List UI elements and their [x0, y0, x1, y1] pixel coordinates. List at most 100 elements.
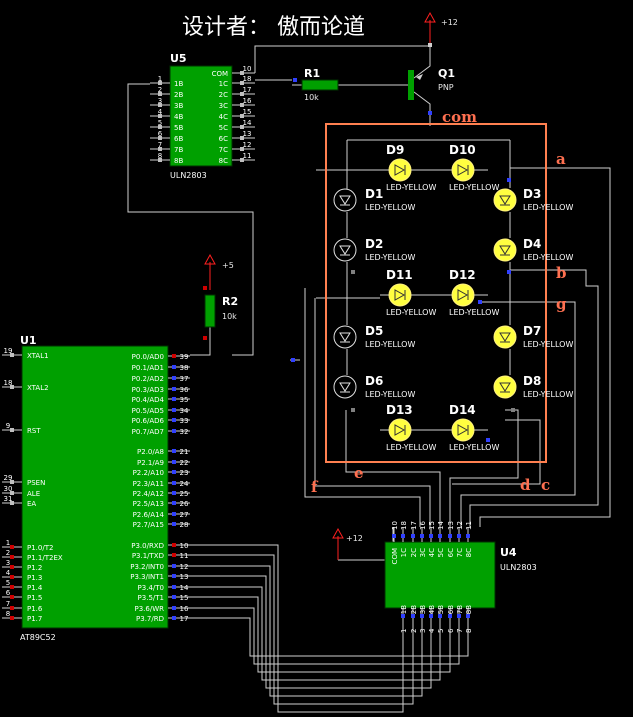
r1-pin-marker — [293, 78, 297, 82]
u1-pin-marker — [172, 481, 176, 485]
u4-top-label: 5C — [437, 548, 445, 557]
u5-input-pin-marker — [158, 125, 162, 129]
u1-pin-marker — [172, 595, 176, 599]
u1-pin-marker — [10, 491, 14, 495]
u5-pin-number: 17 — [243, 86, 252, 94]
u5-output-label: 6C — [219, 135, 228, 143]
u1-pin-name: RST — [27, 427, 41, 435]
u5-output-label: 5C — [219, 124, 228, 132]
u1-pin-marker — [172, 574, 176, 578]
u5-chip-body — [169, 65, 233, 167]
r2-value: 10k — [222, 312, 237, 321]
u4-chip-body — [384, 541, 496, 609]
u5-pin-number: 11 — [243, 152, 252, 160]
u5-pin-number: 8 — [158, 152, 162, 160]
u5-pin-number: 18 — [243, 75, 252, 83]
r2-body — [204, 294, 216, 328]
segment-label-g: g — [556, 295, 567, 313]
u4-pin-marker — [438, 534, 442, 538]
u4-bottom-label: 6B — [447, 605, 455, 614]
led-type-label: LED-YELLOW — [365, 390, 415, 399]
u1-pin-name: P0.4/AD4 — [132, 396, 165, 404]
u4-pin-marker — [401, 534, 405, 538]
pin-marker — [507, 178, 511, 182]
u5-input-label: 6B — [174, 135, 183, 143]
u1-pin-number: 6 — [6, 589, 11, 597]
u1-pin-marker — [172, 616, 176, 620]
u4-pin-marker — [457, 614, 461, 618]
u5-output-label: 1C — [219, 80, 228, 88]
segment-label-e: e — [354, 464, 364, 482]
led-d2 — [333, 238, 357, 262]
u1-pin-number: 17 — [180, 615, 189, 623]
u4-pin-number: 8 — [465, 629, 473, 633]
u4-pin-number: 3 — [419, 629, 427, 633]
u5-part: ULN2803 — [170, 171, 207, 180]
power-label-12v-top: +12 — [441, 18, 458, 27]
pin-marker — [203, 286, 207, 290]
u1-pin-name: P2.0/A8 — [137, 448, 164, 456]
u1-pin-number: 11 — [180, 552, 189, 560]
u1-pin-number: 31 — [4, 495, 13, 503]
u1-pin-marker — [172, 470, 176, 474]
u1-pin-marker — [172, 429, 176, 433]
u1-pin-name: P2.6/A14 — [133, 511, 165, 519]
u5-pin-number: 3 — [158, 97, 162, 105]
u1-pin-name: P3.3/INT1 — [130, 573, 164, 581]
u5-output-pin-marker — [240, 71, 244, 75]
u1-chip-body — [21, 345, 169, 629]
q1-type: PNP — [438, 83, 454, 92]
u4-pin-marker — [466, 534, 470, 538]
diode-symbol-icon — [499, 245, 511, 255]
u5-input-label: 4B — [174, 113, 183, 121]
wire-p3-to-u4 — [190, 575, 432, 689]
u4-pin-number: 10 — [391, 521, 399, 530]
diode-symbol-icon — [339, 382, 351, 392]
u1-pin-name: P3.1/TXD — [132, 552, 164, 560]
u4-pin-marker — [420, 534, 424, 538]
u4-pin-number: 11 — [465, 521, 473, 530]
led-d4 — [493, 238, 517, 262]
u1-pin-name: P0.0/AD0 — [132, 353, 164, 361]
u1-pin-name: ALE — [27, 490, 40, 498]
u1-pin-name: P1.5 — [27, 594, 42, 602]
pin-marker — [507, 270, 511, 274]
u1-pin-number: 30 — [4, 485, 13, 493]
u1-pin-marker — [172, 449, 176, 453]
u1-pin-number: 38 — [180, 364, 189, 372]
u1-pin-number: 1 — [6, 539, 10, 547]
u4-pin-number: 5 — [437, 629, 445, 633]
u1-pin-number: 24 — [180, 480, 189, 488]
led-d9 — [388, 158, 412, 182]
u1-pin-name: P3.6/WR — [135, 605, 165, 613]
u1-pin-marker — [172, 585, 176, 589]
segment-label-d: d — [520, 476, 531, 494]
q1-ref: Q1 — [438, 67, 455, 80]
u1-pin-name: P1.4 — [27, 584, 43, 592]
led-type-label: LED-YELLOW — [386, 443, 436, 452]
u4-bottom-label: 1B — [400, 605, 408, 614]
u1-pin-number: 2 — [6, 549, 10, 557]
wire-u5-1b-to-p0 — [127, 83, 254, 356]
u1-pin-marker — [172, 460, 176, 464]
led-ref-d9: D9 — [386, 143, 404, 157]
u4-pin-marker — [457, 534, 461, 538]
u5-output-pin-marker — [240, 92, 244, 96]
wire-seg-a — [479, 167, 611, 527]
led-d11 — [388, 283, 412, 307]
led-ref-d10: D10 — [449, 143, 476, 157]
pin-marker — [291, 358, 295, 362]
pin-marker — [203, 336, 207, 340]
u4-pin-marker — [392, 534, 396, 538]
u1-pin-number: 33 — [180, 417, 189, 425]
r2-ref: R2 — [222, 295, 238, 308]
u1-pin-number: 21 — [180, 448, 189, 456]
u1-pin-name: P0.2/AD2 — [132, 375, 164, 383]
u1-pin-number: 5 — [6, 579, 10, 587]
led-d14 — [451, 418, 475, 442]
u5-output-label: 2C — [219, 91, 228, 99]
u1-pin-number: 8 — [6, 610, 10, 618]
led-type-label: LED-YELLOW — [365, 340, 415, 349]
u4-top-label: 3C — [419, 548, 427, 557]
u1-pin-number: 25 — [180, 490, 189, 498]
